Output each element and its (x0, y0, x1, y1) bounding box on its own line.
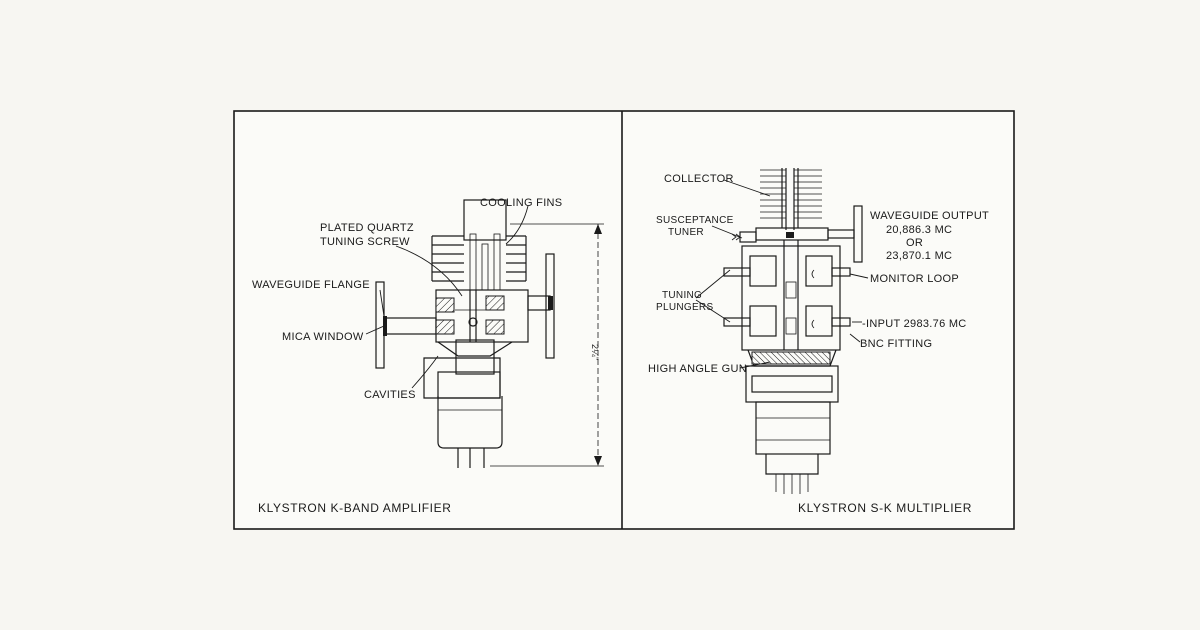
multiplier-cavities (723, 240, 851, 351)
right-leaders (695, 179, 869, 369)
label-waveguide-flange: WAVEGUIDE FLANGE (252, 279, 370, 291)
label-plungers: PLUNGERS (656, 302, 713, 313)
label-plated-quartz: PLATED QUARTZ (320, 222, 414, 234)
cavity-body (435, 289, 529, 343)
k-band-amplifier-drawing (365, 199, 604, 468)
label-bnc-fitting: BNC FITTING (860, 338, 932, 350)
caption-k-band-amplifier: KLYSTRON K-BAND AMPLIFIER (258, 501, 451, 515)
collector-fins (760, 168, 822, 230)
caption-s-k-multiplier: KLYSTRON S-K MULTIPLIER (798, 501, 972, 515)
gun-and-base (745, 349, 839, 494)
label-collector: COLLECTOR (664, 173, 734, 185)
label-tuner: TUNER (668, 227, 704, 238)
right-labels: COLLECTOR SUSCEPTANCE TUNER WAVEGUIDE OU… (648, 173, 989, 515)
label-freq-2: 23,870.1 MC (886, 250, 952, 262)
label-dimension: 2¼" (590, 344, 600, 361)
label-susceptance: SUSCEPTANCE (656, 215, 734, 226)
drawing-frame (233, 110, 1015, 530)
label-or: OR (906, 237, 923, 249)
label-cavities: CAVITIES (364, 389, 416, 401)
label-mica-window: MICA WINDOW (282, 331, 364, 343)
s-k-multiplier-drawing (695, 168, 869, 494)
label-high-angle-gun: HIGH ANGLE GUN (648, 363, 747, 375)
label-input: -INPUT 2983.76 MC (862, 318, 967, 330)
label-freq-1: 20,886.3 MC (886, 224, 952, 236)
label-tuning: TUNING (662, 290, 702, 301)
label-monitor-loop: MONITOR LOOP (870, 273, 959, 285)
label-cooling-fins: COOLING FINS (480, 197, 562, 209)
tube-envelope (423, 339, 513, 468)
height-dimension (490, 223, 604, 467)
left-leaders (365, 205, 529, 389)
label-tuning-screw: TUNING SCREW (320, 236, 410, 248)
label-waveguide-output: WAVEGUIDE OUTPUT (870, 210, 989, 222)
left-labels: COOLING FINS PLATED QUARTZ TUNING SCREW … (252, 197, 600, 515)
waveguide-arms (375, 253, 555, 369)
